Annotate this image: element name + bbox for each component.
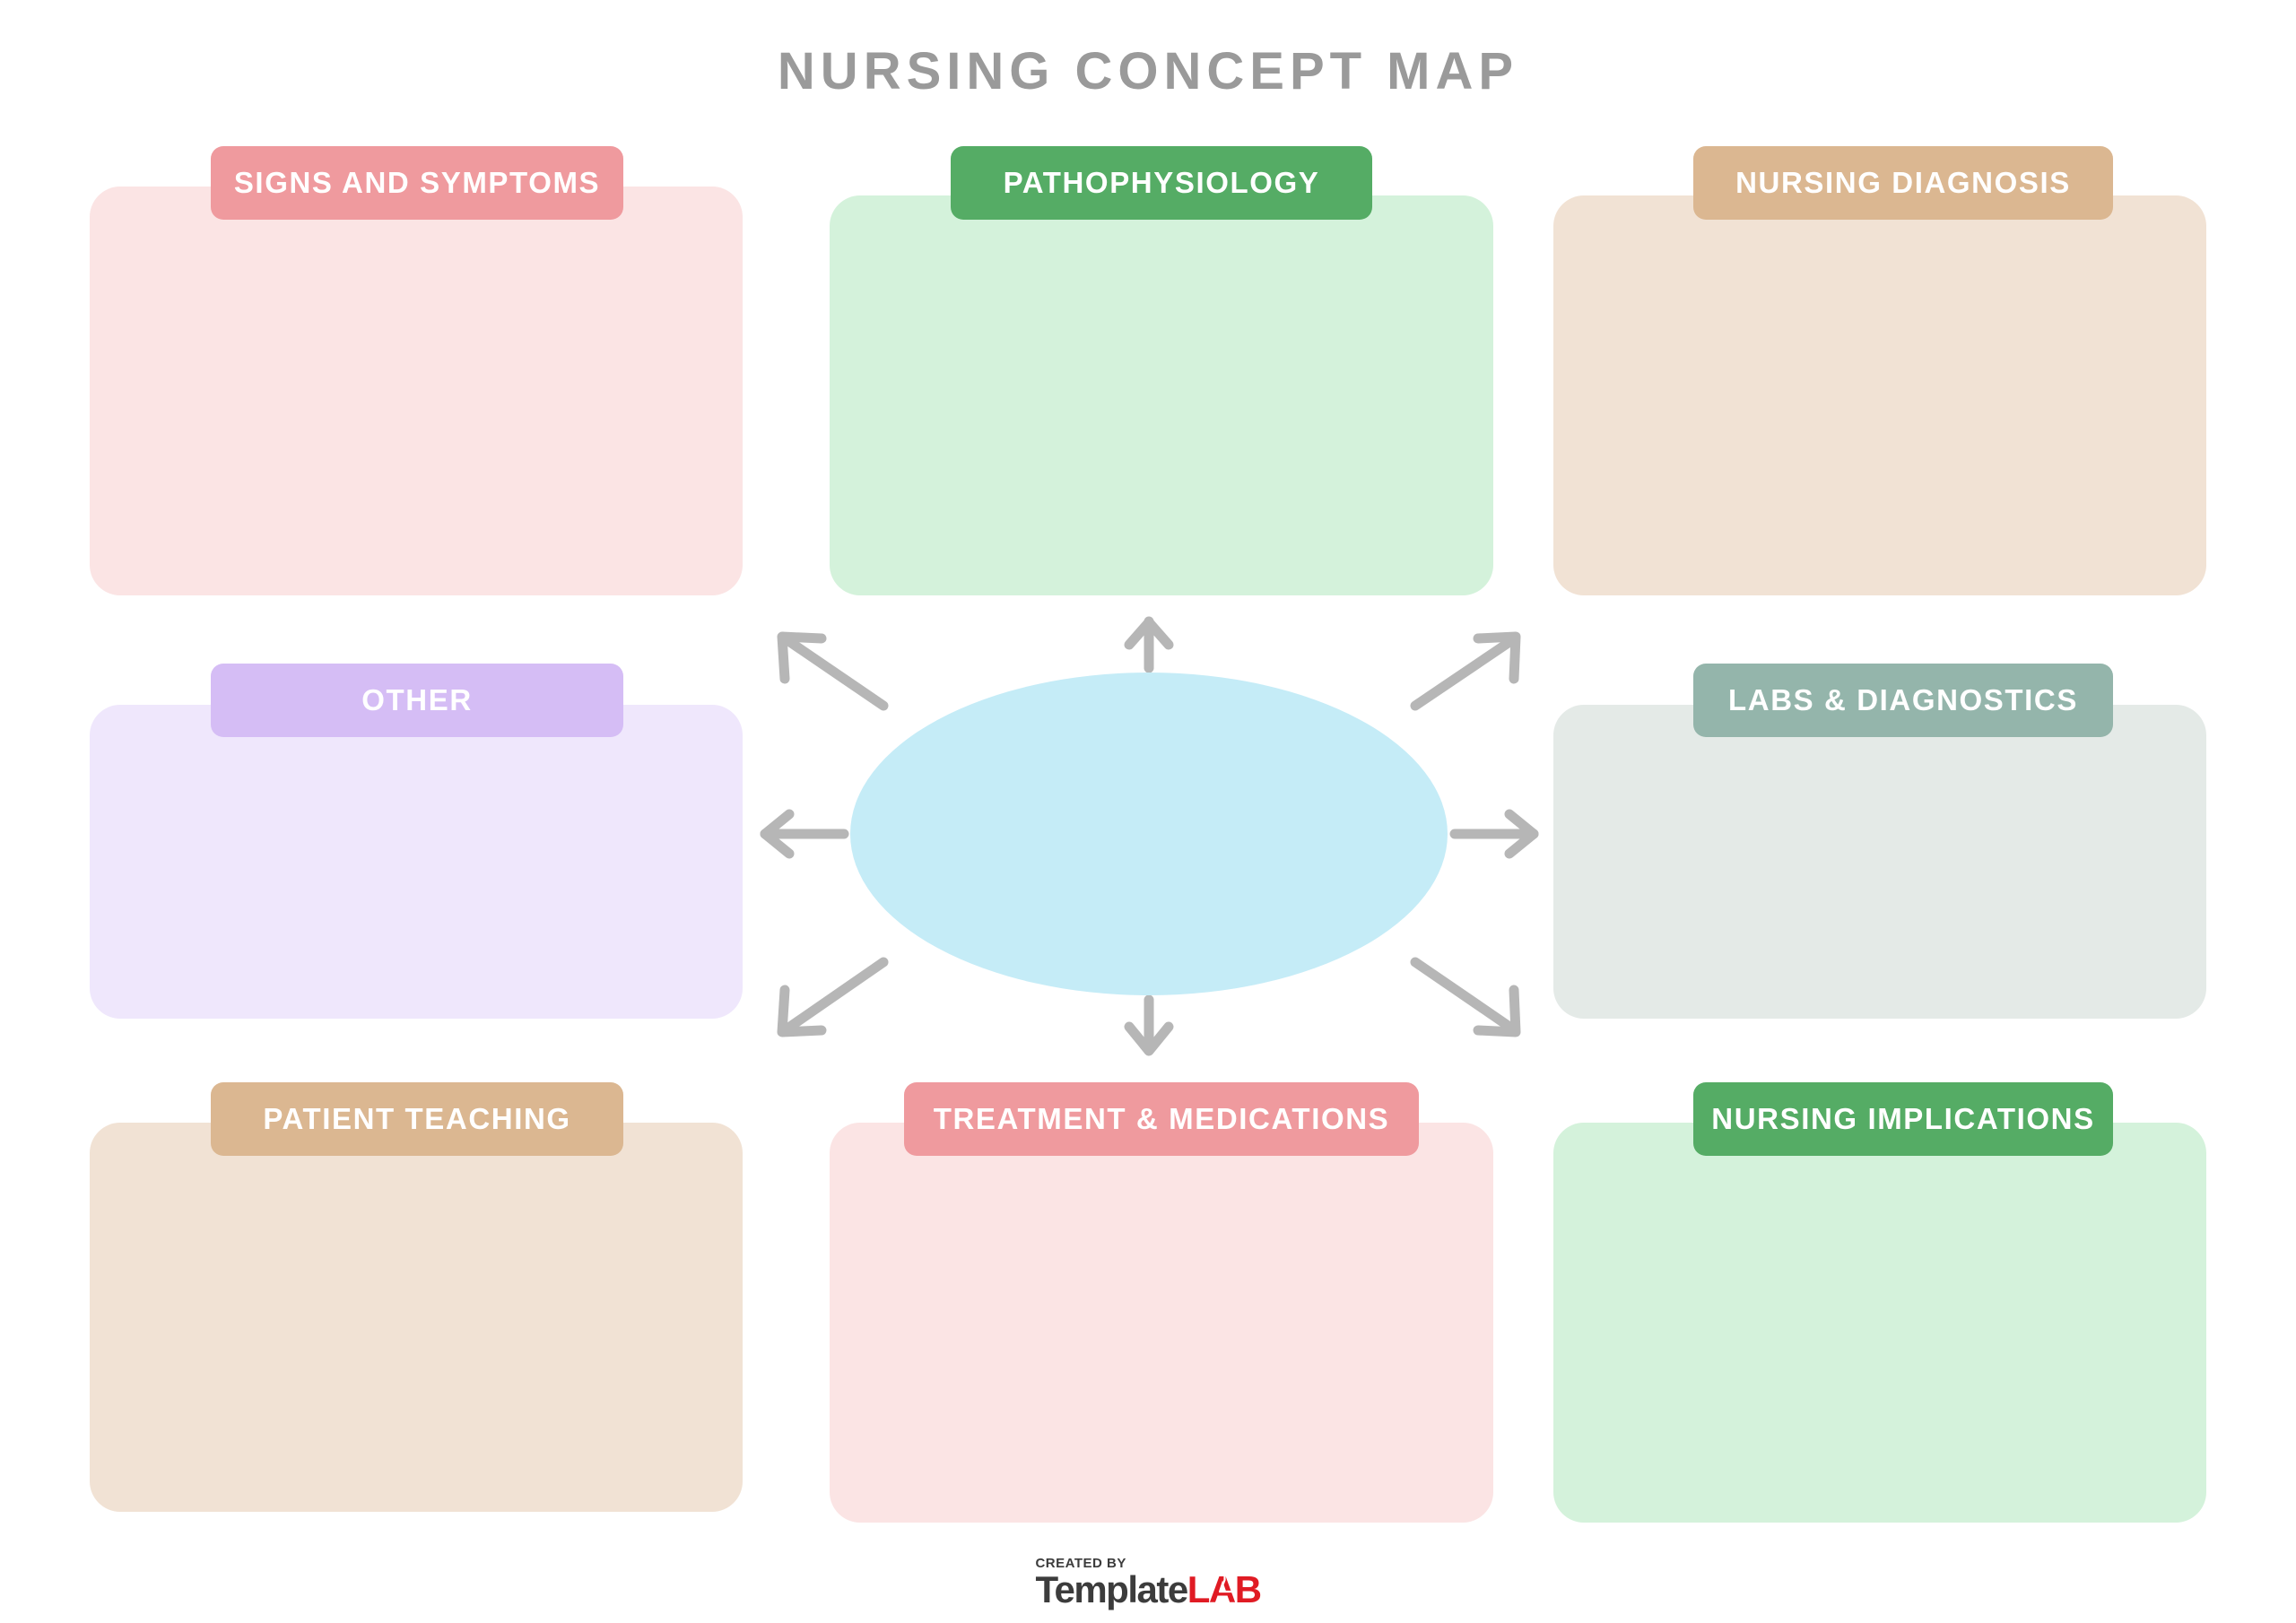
box-header-labs-and-diagnostics[interactable]: LABS & DIAGNOSTICS <box>1693 664 2113 737</box>
box-body-labs-and-diagnostics[interactable] <box>1553 705 2206 1019</box>
box-body-other[interactable] <box>90 705 743 1019</box>
box-header-label-nursing-implications: NURSING IMPLICATIONS <box>1711 1102 2095 1135</box>
page-title: NURSING CONCEPT MAP <box>777 42 1519 100</box>
footer-logo: CREATED BY TemplateLAB <box>0 1557 2296 1609</box>
central-topic-ellipse[interactable] <box>850 673 1448 995</box>
templatelab-wordmark: TemplateLAB <box>1035 1568 1262 1610</box>
box-header-nursing-implications[interactable]: NURSING IMPLICATIONS <box>1693 1082 2113 1156</box>
box-header-label-treatment-and-medications: TREATMENT & MEDICATIONS <box>933 1102 1390 1135</box>
created-by-label: CREATED BY <box>1035 1556 1126 1571</box>
box-header-nursing-diagnosis[interactable]: NURSING DIAGNOSIS <box>1693 146 2113 220</box>
arrow-up-right <box>1410 631 1521 711</box>
flask-icon <box>1218 1572 1235 1593</box>
box-header-patient-teaching[interactable]: PATIENT TEACHING <box>211 1082 623 1156</box>
box-header-pathophysiology[interactable]: PATHOPHYSIOLOGY <box>951 146 1372 220</box>
box-body-pathophysiology[interactable] <box>830 195 1493 595</box>
box-body-nursing-implications[interactable] <box>1553 1123 2206 1523</box>
box-body-signs-and-symptoms[interactable] <box>90 187 743 595</box>
box-header-other[interactable]: OTHER <box>211 664 623 737</box>
arrow-down-left <box>777 957 889 1037</box>
arrow-down-right <box>1410 957 1521 1037</box>
brand-lab-text: LAB <box>1187 1568 1262 1610</box>
box-header-label-pathophysiology: PATHOPHYSIOLOGY <box>1003 166 1320 199</box>
box-body-patient-teaching[interactable] <box>90 1123 743 1512</box>
brand-template-text: Template <box>1035 1568 1188 1610</box>
arrow-down <box>1124 994 1174 1056</box>
arrow-left <box>760 809 849 859</box>
box-header-treatment-and-medications[interactable]: TREATMENT & MEDICATIONS <box>904 1082 1419 1156</box>
box-header-label-other: OTHER <box>361 683 473 716</box>
box-header-label-nursing-diagnosis: NURSING DIAGNOSIS <box>1735 166 2071 199</box>
box-body-nursing-diagnosis[interactable] <box>1553 195 2206 595</box>
arrow-up <box>1124 616 1174 673</box>
box-header-signs-and-symptoms[interactable]: SIGNS AND SYMPTOMS <box>211 146 623 220</box>
box-header-label-labs-and-diagnostics: LABS & DIAGNOSTICS <box>1728 683 2078 716</box>
box-body-treatment-and-medications[interactable] <box>830 1123 1493 1523</box>
box-header-label-signs-and-symptoms: SIGNS AND SYMPTOMS <box>233 166 601 199</box>
arrow-up-left <box>777 631 889 711</box>
arrow-right <box>1449 809 1539 859</box>
box-header-label-patient-teaching: PATIENT TEACHING <box>263 1102 571 1135</box>
